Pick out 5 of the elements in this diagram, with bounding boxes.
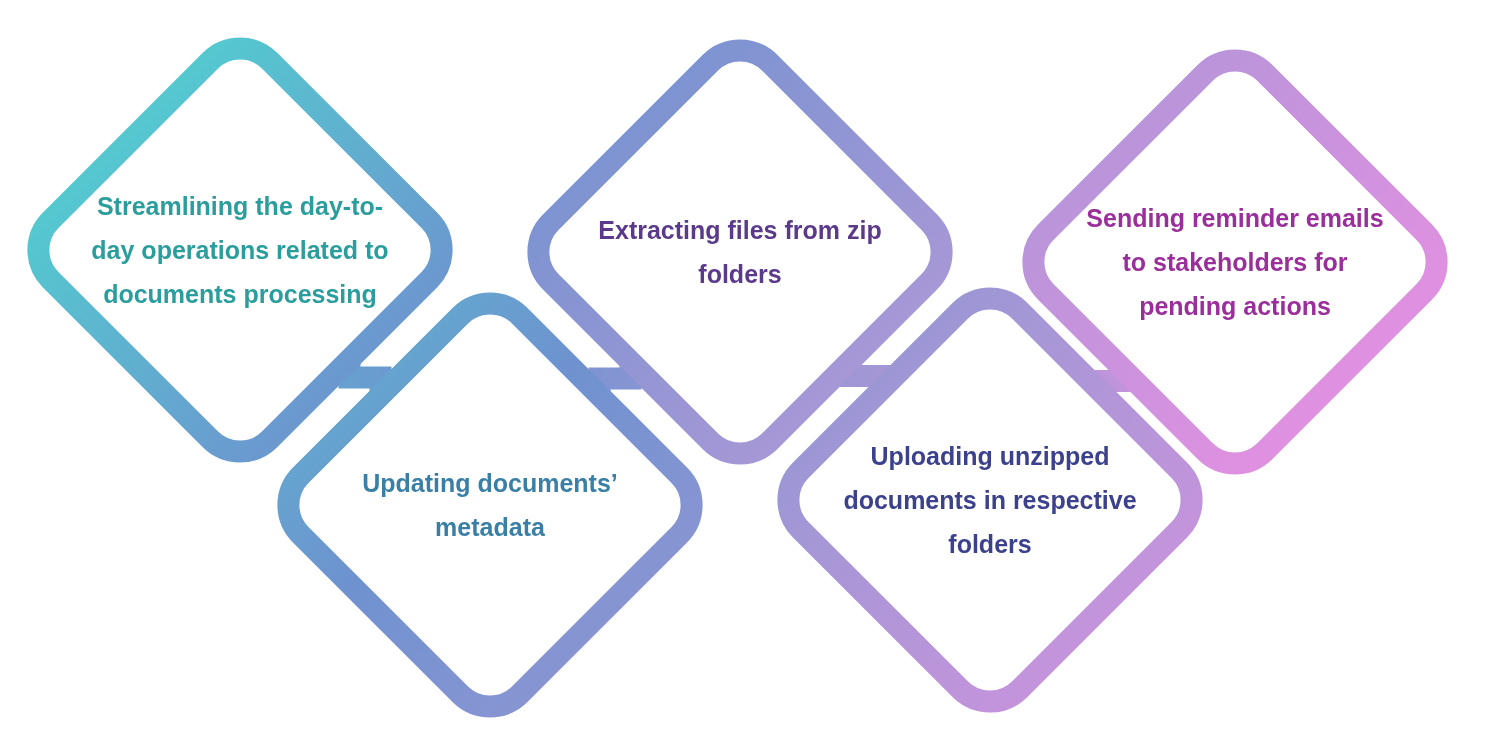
step-text: Streamlining the day-to-day operations related to documents processing xyxy=(90,191,390,310)
step-text: Sending reminder emails to stakeholders for pending actions xyxy=(1085,203,1385,322)
step-text: Updating documents’ metadata xyxy=(361,468,619,543)
step-text: Uploading unzipped documents in respective folders xyxy=(842,441,1138,560)
step-text: Extracting files from zip folders xyxy=(597,215,883,290)
